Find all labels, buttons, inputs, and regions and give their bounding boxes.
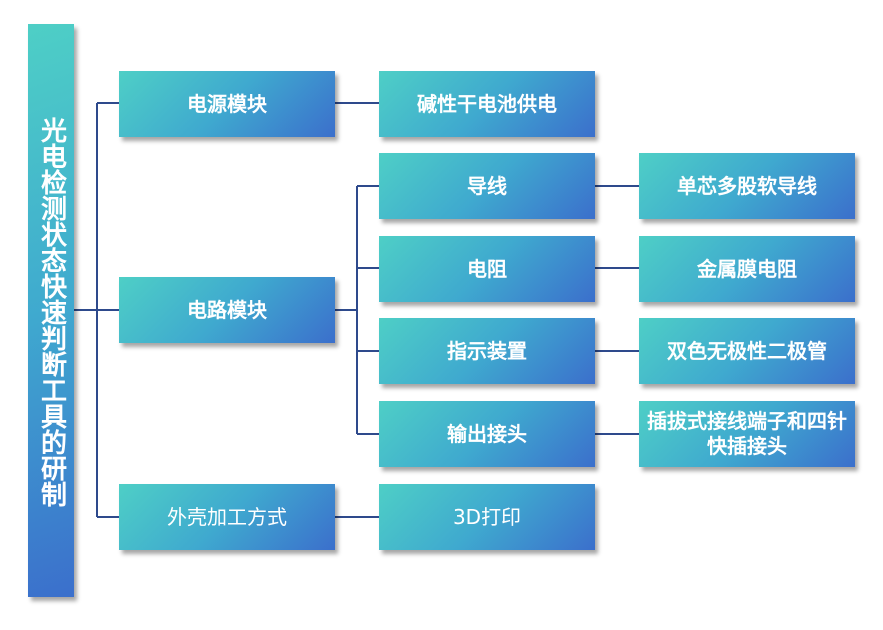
node-circuit-module: 电路模块 xyxy=(119,277,335,343)
node-3d-printing: 3D打印 xyxy=(379,484,595,550)
node-output-connector: 输出接头 xyxy=(379,401,595,467)
root-label: 光电检测状态快速判断工具的研制 xyxy=(36,116,67,507)
node-wire: 导线 xyxy=(379,153,595,219)
node-terminal-connector: 插拔式接线端子和四针快插接头 xyxy=(639,401,855,467)
node-label: 指示装置 xyxy=(447,338,527,363)
node-label: 导线 xyxy=(467,173,507,198)
node-label: 双色无极性二极管 xyxy=(667,338,827,363)
root-node: 光电检测状态快速判断工具的研制 xyxy=(28,24,74,597)
node-label: 输出接头 xyxy=(447,421,527,446)
node-alkaline-battery: 碱性干电池供电 xyxy=(379,71,595,137)
node-label: 插拔式接线端子和四针快插接头 xyxy=(647,409,847,458)
node-metal-film-resistor: 金属膜电阻 xyxy=(639,236,855,302)
node-label: 单芯多股软导线 xyxy=(677,173,817,198)
node-label: 电源模块 xyxy=(187,91,267,116)
node-indicator: 指示装置 xyxy=(379,318,595,384)
node-resistor: 电阻 xyxy=(379,236,595,302)
node-label: 金属膜电阻 xyxy=(697,256,797,281)
node-label: 电路模块 xyxy=(187,297,267,322)
node-bicolor-diode: 双色无极性二极管 xyxy=(639,318,855,384)
node-stranded-wire: 单芯多股软导线 xyxy=(639,153,855,219)
node-label: 电阻 xyxy=(467,256,507,281)
node-shell-method: 外壳加工方式 xyxy=(119,484,335,550)
node-label: 3D打印 xyxy=(452,504,522,529)
node-power-module: 电源模块 xyxy=(119,71,335,137)
node-label: 外壳加工方式 xyxy=(167,504,287,529)
node-label: 碱性干电池供电 xyxy=(417,91,557,116)
